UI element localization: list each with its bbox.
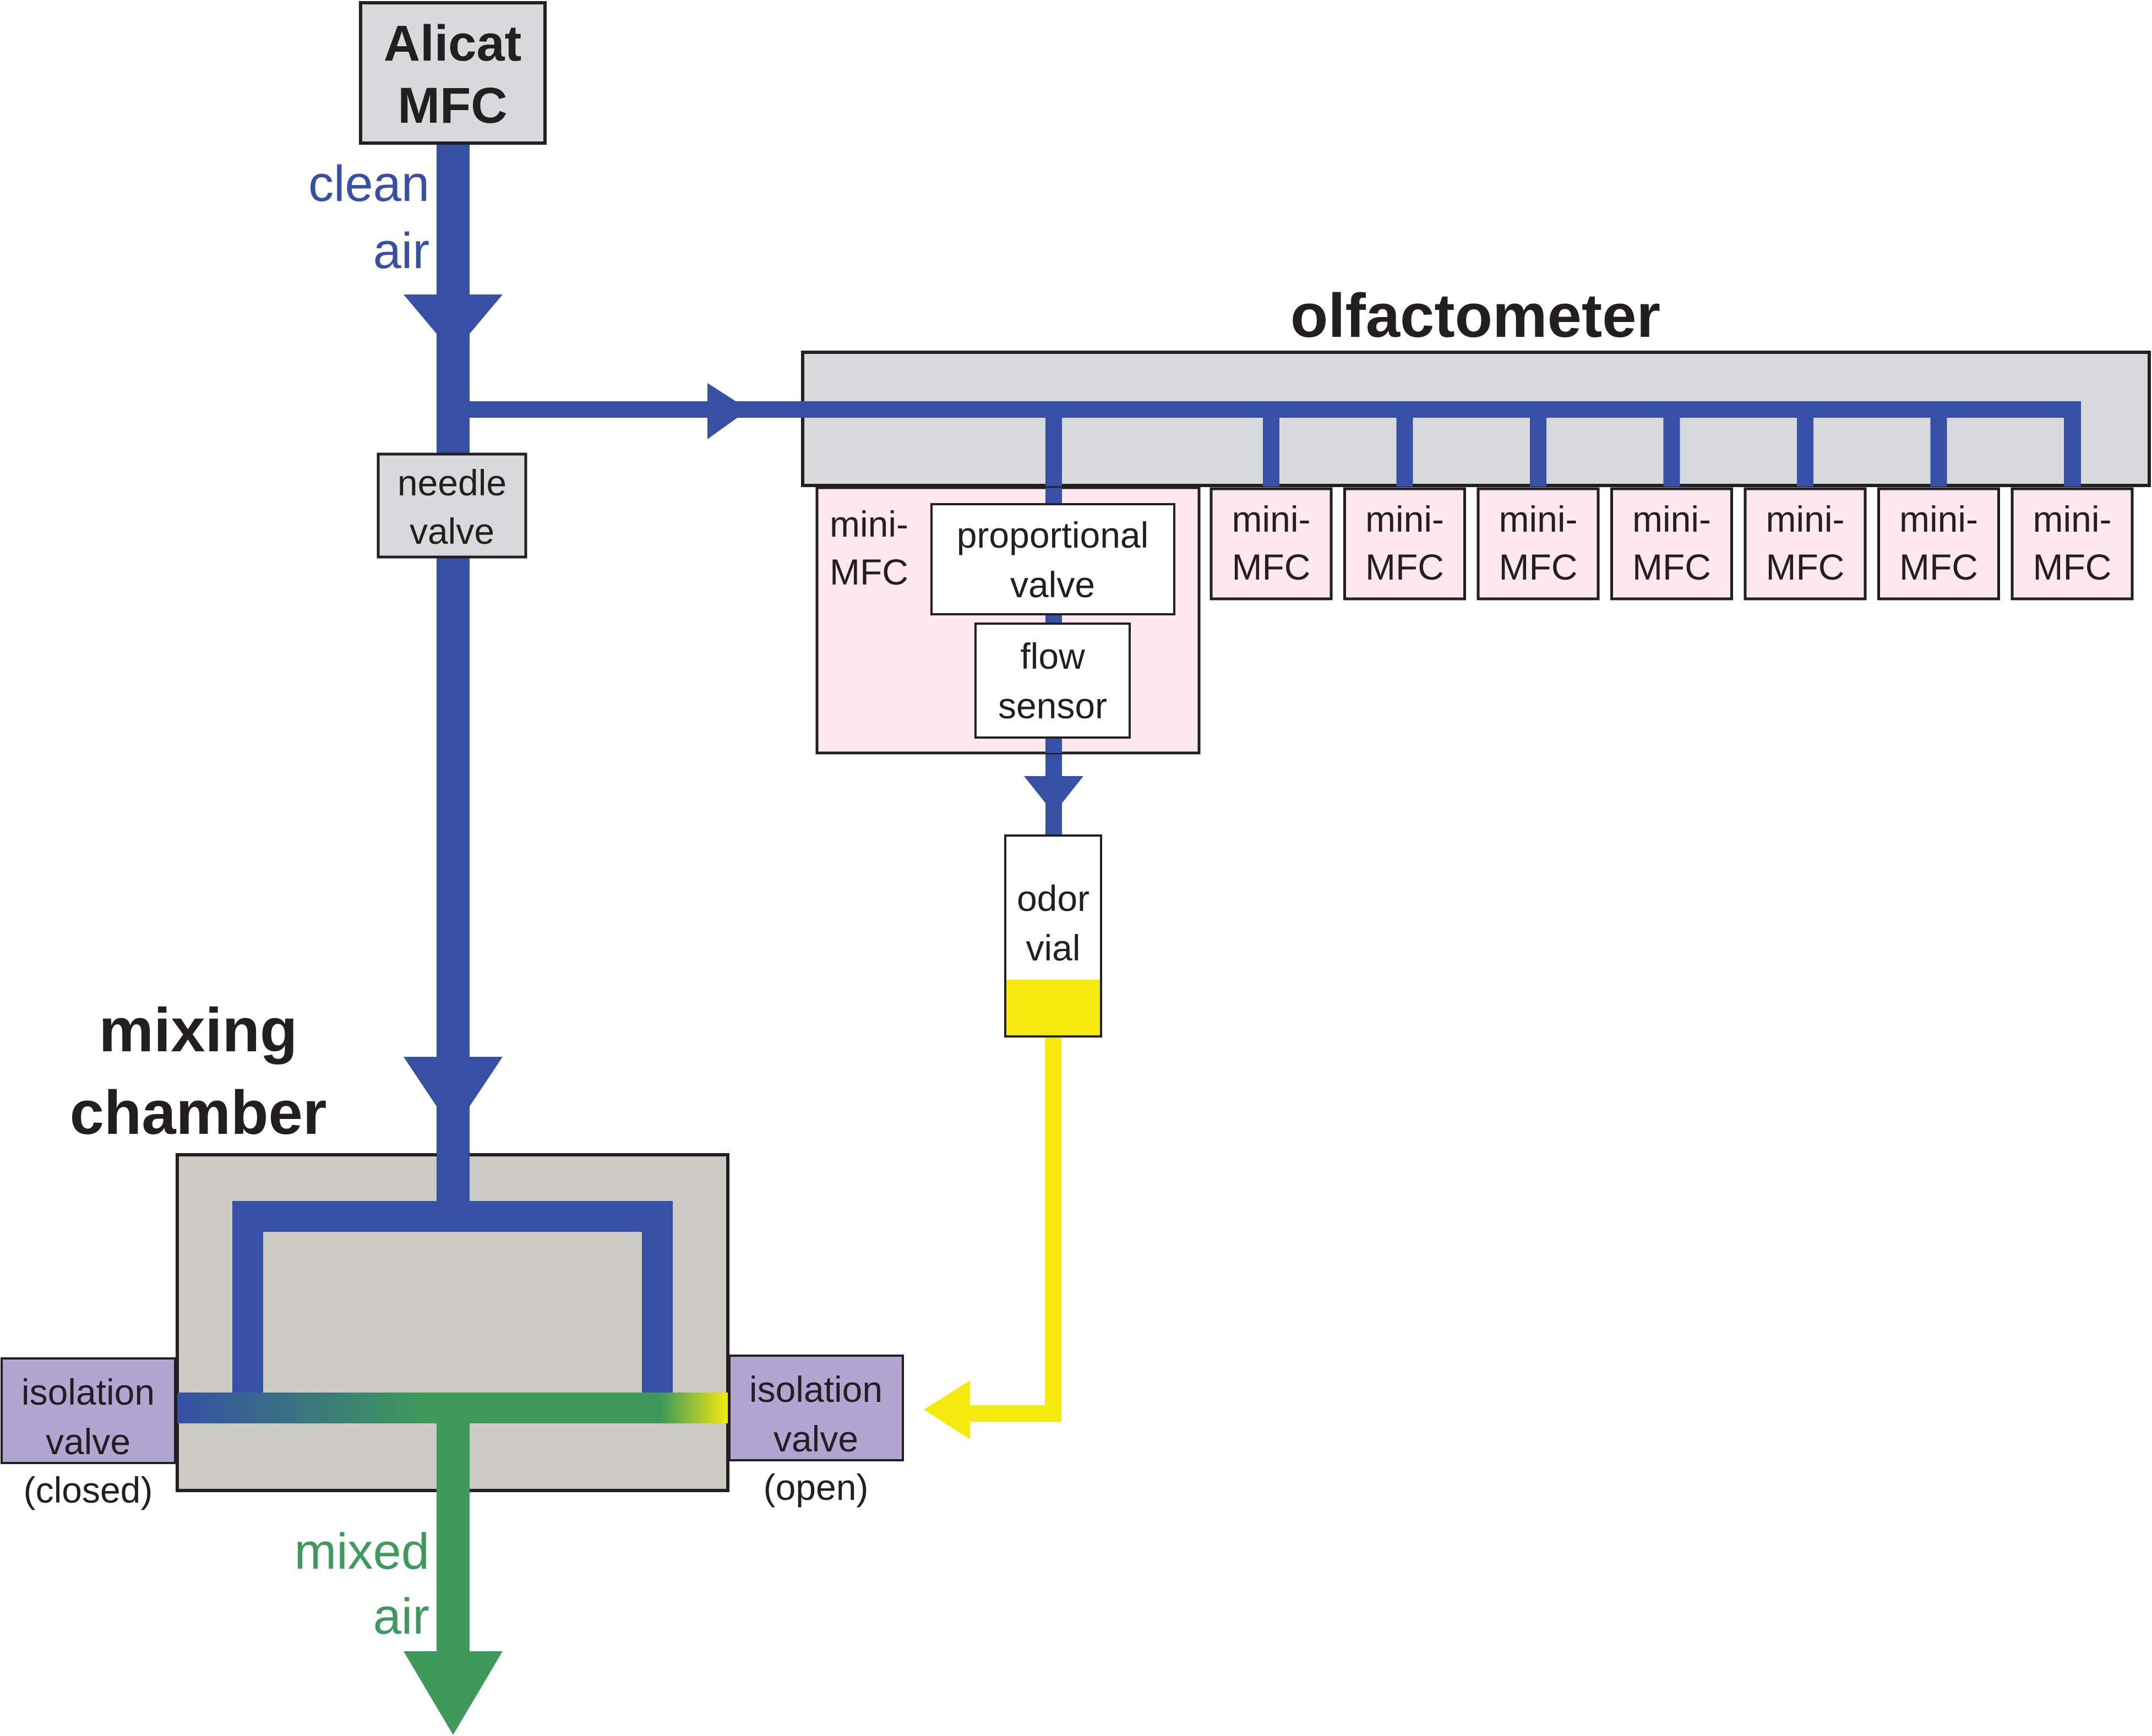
- isolation-valve-right-state: (open): [764, 1467, 869, 1508]
- manifold-drop: [1263, 401, 1279, 487]
- manifold-drop: [1663, 401, 1680, 487]
- mini-mfc-box: [2011, 487, 2134, 600]
- proportional-valve-label-line1: proportional: [957, 515, 1149, 555]
- mini-mfc-label-line2: MFC: [1766, 547, 1845, 587]
- manifold-drop: [1930, 401, 1947, 487]
- manifold-drop: [1530, 401, 1546, 487]
- mini-mfc-label-line2: MFC: [1232, 547, 1311, 587]
- isolation-valve-right-label-line2: valve: [773, 1418, 858, 1459]
- clean-air-arrow-top: [404, 294, 503, 353]
- mixed-air-label-line2: air: [373, 1588, 429, 1645]
- olfactometer-label: olfactometer: [1290, 281, 1660, 350]
- flow-sensor-label-line2: sensor: [998, 685, 1107, 726]
- mini-mfc-box: [1610, 487, 1733, 600]
- mini-mfc-label-line1: mini-: [2033, 499, 2112, 539]
- mini-mfc-row: mini- MFC mini- MFC mini- MFC mini- MFC mini- MFC…: [1210, 487, 2134, 600]
- mixing-chamber-label-line2: chamber: [70, 1078, 327, 1147]
- mini-mfc-expanded-label-line2: MFC: [830, 552, 908, 592]
- manifold-drop: [1396, 401, 1413, 487]
- mini-mfc-label-line2: MFC: [1499, 547, 1578, 587]
- clean-air-label-line2: air: [373, 223, 429, 279]
- mini-mfc-label-line2: MFC: [2033, 547, 2112, 587]
- mini-mfc-expanded-label-line1: mini-: [830, 504, 908, 544]
- odor-vial-label-line2: vial: [1026, 927, 1080, 968]
- proportional-valve-label-line2: valve: [1010, 564, 1095, 605]
- olfactometer-box: [801, 351, 2151, 487]
- alicat-label-line2: MFC: [397, 78, 507, 134]
- isolation-valve-left-label-line1: isolation: [21, 1372, 155, 1412]
- mini-mfc-box: [1877, 487, 2000, 600]
- manifold-drop: [2064, 401, 2080, 487]
- mixing-chamber-inner-path: [232, 1201, 673, 1393]
- mini-mfc-label-line1: mini-: [1232, 499, 1311, 539]
- manifold-drops: [1263, 401, 2080, 487]
- isolation-valve-left: [1, 1357, 176, 1464]
- needle-valve-label-line2: valve: [410, 511, 494, 552]
- odor-line-horizontal: [958, 1405, 1061, 1422]
- isolation-valve-right-label-line1: isolation: [749, 1369, 882, 1410]
- flow-sensor-label-line1: flow: [1020, 636, 1085, 676]
- mini-mfc-box: [1210, 487, 1333, 600]
- clean-air-label-line1: clean: [308, 156, 429, 212]
- isolation-valve-right: [728, 1355, 904, 1461]
- mini-mfc-label-line2: MFC: [1365, 547, 1444, 587]
- mini-mfc-label-line2: MFC: [1899, 547, 1978, 587]
- odor-liquid: [1006, 980, 1100, 1035]
- alicat-mfc-box: [359, 1, 547, 145]
- mixed-air-label-line1: mixed: [295, 1524, 429, 1580]
- clean-air-arrow-bottom: [404, 1057, 503, 1131]
- mini-mfc-label-line2: MFC: [1632, 547, 1711, 587]
- mini-mfc-box: [1744, 487, 1867, 600]
- odor-vial-label-line1: odor: [1017, 878, 1089, 919]
- odor-arrow: [924, 1380, 970, 1439]
- active-branch-arrow: [1024, 776, 1083, 814]
- mini-mfc-box: [1477, 487, 1600, 600]
- isolation-valve-left-label-line2: valve: [46, 1421, 130, 1462]
- mini-mfc-label-line1: mini-: [1632, 499, 1711, 539]
- mini-mfc-label-line1: mini-: [1766, 499, 1845, 539]
- flow-sensor-box: [974, 623, 1131, 739]
- manifold-drop: [1797, 401, 1813, 487]
- needle-valve-label-line1: needle: [397, 462, 506, 503]
- isolation-valve-left-state: (closed): [24, 1470, 153, 1510]
- mixed-air-arrow: [404, 1651, 503, 1735]
- needle-valve-box: [377, 452, 527, 559]
- mixed-air-line: [437, 1423, 470, 1666]
- mixing-line: [177, 1393, 728, 1423]
- mini-mfc-box: [1343, 487, 1466, 600]
- olfactometer-feed-arrow: [707, 383, 749, 439]
- mini-mfc-label-line1: mini-: [1899, 499, 1978, 539]
- mini-mfc-label-line1: mini-: [1499, 499, 1578, 539]
- mixing-chamber-label-line1: mixing: [99, 996, 298, 1064]
- mini-mfc-label-line1: mini-: [1365, 499, 1444, 539]
- alicat-label-line1: Alicat: [384, 15, 522, 72]
- odor-line-vertical: [1045, 1038, 1061, 1422]
- proportional-valve-box: [930, 503, 1175, 615]
